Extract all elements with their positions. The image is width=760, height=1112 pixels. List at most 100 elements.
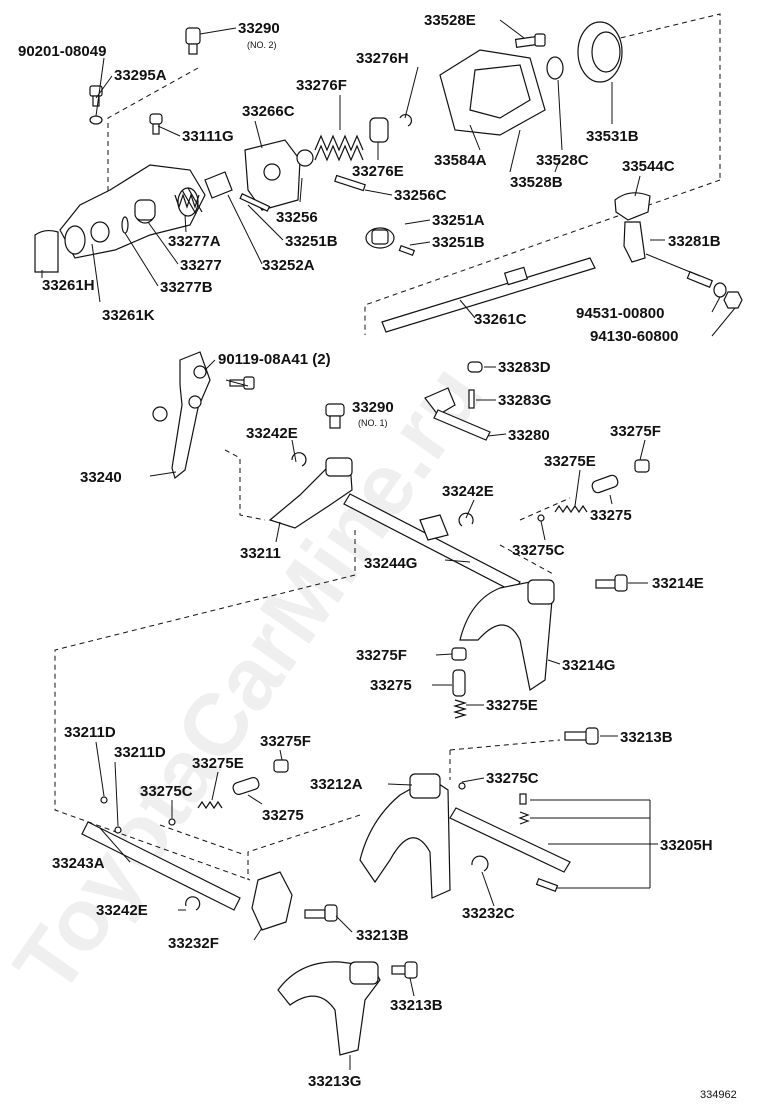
label-33528e[interactable]: 33528E <box>424 12 476 29</box>
ball-33275c-3-part <box>458 782 466 790</box>
label-33584a[interactable]: 33584A <box>434 152 487 169</box>
label-90201-08049[interactable]: 90201-08049 <box>18 43 106 60</box>
label-33275f-1[interactable]: 33275F <box>610 423 661 440</box>
ball-33275c-2-part <box>168 818 176 826</box>
note-33290-no1: (NO. 1) <box>358 418 388 428</box>
label-33213b-2[interactable]: 33213B <box>356 927 409 944</box>
ball-33283d-part <box>467 361 483 373</box>
label-33281b[interactable]: 33281B <box>668 233 721 250</box>
bolt-90119-part <box>229 376 255 390</box>
ring-33277b-part <box>121 216 129 234</box>
label-33211[interactable]: 33211 <box>240 545 281 562</box>
label-90119-08a41[interactable]: 90119-08A41 (2) <box>218 351 331 368</box>
label-33531b[interactable]: 33531B <box>586 128 639 145</box>
part-33252a <box>204 171 233 199</box>
label-33528b[interactable]: 33528B <box>510 174 563 191</box>
label-33275e-1[interactable]: 33275E <box>544 453 596 470</box>
label-33276f[interactable]: 33276F <box>296 77 347 94</box>
lever-33544c-part <box>614 192 651 263</box>
label-33242e-1[interactable]: 33242E <box>246 425 298 442</box>
spring-33275e-3-part <box>197 800 223 810</box>
label-33277b[interactable]: 33277B <box>160 279 213 296</box>
label-94531-00800[interactable]: 94531-00800 <box>576 305 664 322</box>
label-33211d-1[interactable]: 33211D <box>64 724 116 741</box>
label-33295a[interactable]: 33295A <box>114 67 167 84</box>
clip-33242e-1-part <box>291 452 307 467</box>
plug-33290-no1-part <box>325 403 345 429</box>
label-33213b-3[interactable]: 33213B <box>390 997 443 1014</box>
label-33111g[interactable]: 33111G <box>182 128 234 145</box>
bolt-33281b-part <box>686 270 714 288</box>
label-33213g[interactable]: 33213G <box>308 1073 361 1090</box>
label-33290-no2[interactable]: 33290 <box>238 20 280 37</box>
pin-33251b-part <box>239 193 271 212</box>
label-33266c[interactable]: 33266C <box>242 103 295 120</box>
label-33275c-2[interactable]: 33275C <box>140 783 193 800</box>
head-33232f-part <box>251 871 293 931</box>
cup-33276e-part <box>369 117 389 143</box>
selector-33280-part <box>424 387 491 441</box>
label-33275e-2[interactable]: 33275E <box>486 697 538 714</box>
lever-33240-part <box>152 351 211 480</box>
fork-33214g-part <box>459 579 555 691</box>
label-33544c[interactable]: 33544C <box>622 158 675 175</box>
shift-head-33211-part <box>268 457 353 529</box>
label-33251b-2[interactable]: 33251B <box>285 233 338 250</box>
pin-33283g-part <box>468 389 475 409</box>
label-33261h[interactable]: 33261H <box>42 277 95 294</box>
label-33211d-2[interactable]: 33211D <box>114 744 166 761</box>
label-33528c[interactable]: 33528C <box>536 152 589 169</box>
fork-33212a-part <box>359 773 451 899</box>
watermark: ToyotaCarMine.ru <box>0 347 501 1011</box>
label-33242e-3[interactable]: 33242E <box>96 902 148 919</box>
label-94130-60800[interactable]: 94130-60800 <box>590 328 678 345</box>
label-33277[interactable]: 33277 <box>180 257 222 274</box>
label-33275c-3[interactable]: 33275C <box>486 770 539 787</box>
label-33275-3[interactable]: 33275 <box>262 807 304 824</box>
pin-33275-1-part <box>591 474 619 494</box>
label-33275f-3[interactable]: 33275F <box>260 733 311 750</box>
plug-33277a-part <box>174 193 200 209</box>
diagram-number: 334962 <box>700 1089 737 1101</box>
label-33214e[interactable]: 33214E <box>652 575 704 592</box>
label-33251b-1[interactable]: 33251B <box>432 234 485 251</box>
label-33251a[interactable]: 33251A <box>432 212 485 229</box>
label-33277a[interactable]: 33277A <box>168 233 221 250</box>
label-33214g[interactable]: 33214G <box>562 657 615 674</box>
label-33276h[interactable]: 33276H <box>356 50 409 67</box>
label-33213b-1[interactable]: 33213B <box>620 729 673 746</box>
label-33275-2[interactable]: 33275 <box>370 677 412 694</box>
label-33283d[interactable]: 33283D <box>498 359 551 376</box>
label-33276e[interactable]: 33276E <box>352 163 404 180</box>
label-33280[interactable]: 33280 <box>508 427 550 444</box>
label-33283g[interactable]: 33283G <box>498 392 551 409</box>
label-33240[interactable]: 33240 <box>80 469 122 486</box>
label-33243a[interactable]: 33243A <box>52 855 105 872</box>
label-33256[interactable]: 33256 <box>276 209 318 226</box>
pin-33111g-part <box>149 113 163 135</box>
bolt-33213b-1-part <box>564 727 599 745</box>
label-33232c[interactable]: 33232C <box>462 905 515 922</box>
ball-33211d-1-part <box>100 796 108 804</box>
label-33261k[interactable]: 33261K <box>102 307 155 324</box>
spring-33276f-part <box>314 134 364 162</box>
label-33252a[interactable]: 33252A <box>262 257 315 274</box>
label-33275e-3[interactable]: 33275E <box>192 755 244 772</box>
label-33275-1[interactable]: 33275 <box>590 507 632 524</box>
pin-33275-2-part <box>452 669 466 697</box>
label-33232f[interactable]: 33232F <box>168 935 219 952</box>
label-33212a[interactable]: 33212A <box>310 776 363 793</box>
label-33242e-2[interactable]: 33242E <box>442 483 494 500</box>
label-33290-no1[interactable]: 33290 <box>352 399 394 416</box>
clip-33232c-part <box>471 855 489 872</box>
pin-33256c-part <box>334 174 366 192</box>
label-33205h[interactable]: 33205H <box>660 837 713 854</box>
label-33256c[interactable]: 33256C <box>394 187 447 204</box>
label-33244g[interactable]: 33244G <box>364 555 417 572</box>
plug-33290-no2-part <box>185 27 201 55</box>
label-33275f-2[interactable]: 33275F <box>356 647 407 664</box>
ball-33211d-2-part <box>114 826 122 834</box>
label-33275c-1[interactable]: 33275C <box>512 542 565 559</box>
label-33261c[interactable]: 33261C <box>474 311 527 328</box>
boot-33531b-part <box>577 21 623 83</box>
